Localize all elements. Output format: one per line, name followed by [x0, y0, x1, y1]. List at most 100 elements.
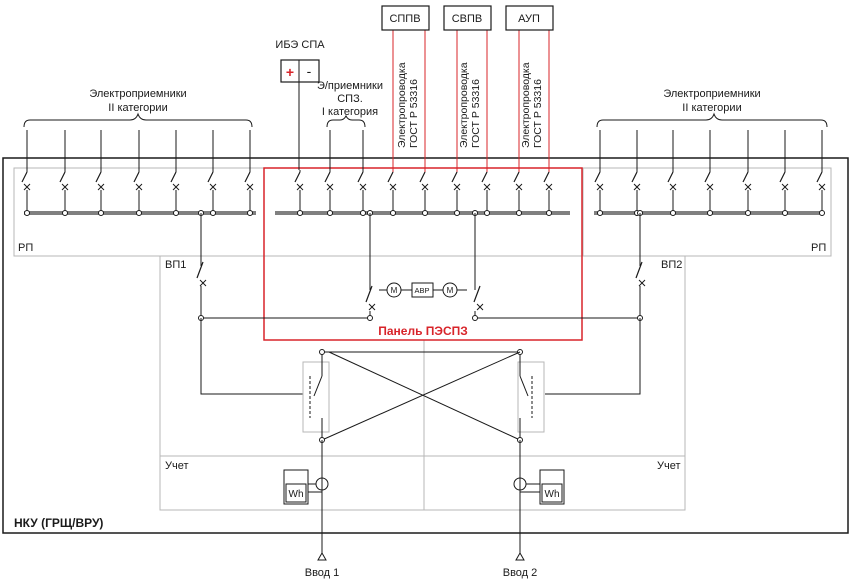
- ibe-spa-label: ИБЭ СПА: [275, 39, 325, 51]
- bus-node: [484, 210, 490, 216]
- bus-node: [670, 210, 676, 216]
- bus-node: [546, 210, 552, 216]
- wiring-3-line2: ГОСТ Р 53316: [532, 79, 544, 148]
- avr-label: АВР: [414, 286, 429, 295]
- bus-node: [247, 210, 253, 216]
- spz-line2: СПЗ.: [337, 93, 363, 105]
- wiring-1-line1: Электропроводка: [396, 62, 408, 148]
- breaker-contact: [631, 171, 638, 183]
- uchet-right-label: Учет: [657, 460, 681, 472]
- bus-node: [422, 210, 428, 216]
- box-sppv: [381, 5, 430, 31]
- breaker-contact: [419, 171, 426, 183]
- bus-node: [327, 210, 333, 216]
- breaker-contact: [513, 171, 520, 183]
- box-svpv: [443, 5, 492, 31]
- consumers-left-line2: II категории: [108, 102, 167, 114]
- bus-node: [62, 210, 68, 216]
- breaker-contact: [95, 171, 102, 183]
- breaker-contact: [294, 171, 301, 183]
- battery-plus: +: [286, 64, 294, 80]
- input-2-label: Ввод 2: [503, 567, 538, 579]
- feeder-breakers: [21, 30, 826, 216]
- breaker-contact: [667, 171, 674, 183]
- brace-left: [23, 112, 253, 128]
- breaker-contact: [543, 171, 550, 183]
- bus-node: [516, 210, 522, 216]
- brace-spz: [326, 114, 366, 128]
- breaker-contact: [207, 171, 214, 183]
- meter-right-label: Wh: [545, 489, 560, 500]
- bus-node: [390, 210, 396, 216]
- nku-label: НКУ (ГРЩ/ВРУ): [14, 516, 103, 530]
- box-sppv-label: СППВ: [389, 13, 420, 25]
- wiring-2-line1: Электропроводка: [458, 62, 470, 148]
- rp-left-label: РП: [18, 242, 33, 254]
- breaker-contact: [594, 171, 601, 183]
- cross-line-2: [321, 351, 521, 441]
- consumers-right-line1: Электроприемники: [663, 88, 760, 100]
- breaker-contact: [779, 171, 786, 183]
- ats-switch-right: [517, 361, 545, 433]
- input-1-terminal: [317, 551, 327, 561]
- breaker-contact: [244, 171, 251, 183]
- bus-node: [136, 210, 142, 216]
- cross-line-1: [328, 351, 521, 441]
- bus-node: [360, 210, 366, 216]
- bus-node: [782, 210, 788, 216]
- input-2-terminal: [515, 551, 525, 561]
- breaker-contact: [742, 171, 749, 183]
- breaker-contact: [816, 171, 823, 183]
- battery-minus: -: [307, 63, 312, 79]
- bus-node: [597, 210, 603, 216]
- breaker-contact: [59, 171, 66, 183]
- bus-node: [819, 210, 825, 216]
- ibe-battery: [280, 59, 320, 83]
- rp-right-frame: [582, 167, 832, 257]
- box-aup-label: АУП: [518, 13, 540, 25]
- breaker-contact: [451, 171, 458, 183]
- breaker-contact: [357, 171, 364, 183]
- bus-node: [454, 210, 460, 216]
- vp1-label: ВП1: [165, 259, 186, 271]
- vp2-label: ВП2: [661, 259, 682, 271]
- bus-node: [745, 210, 751, 216]
- motor-left: [386, 282, 402, 298]
- brace-right: [596, 112, 828, 128]
- input-1-label: Ввод 1: [305, 567, 340, 579]
- avr-block: [411, 282, 434, 298]
- consumers-left-line1: Электроприемники: [89, 88, 186, 100]
- bus-node: [24, 210, 30, 216]
- pespz-panel-frame: [263, 167, 583, 341]
- breaker-contact: [21, 171, 28, 183]
- motor-left-label: M: [391, 286, 398, 295]
- meter-left-label: Wh: [289, 489, 304, 500]
- uchet-frame: [159, 455, 686, 511]
- bus-node: [173, 210, 179, 216]
- bus-node: [98, 210, 104, 216]
- wiring-3-line1: Электропроводка: [520, 62, 532, 148]
- panel-label: Панель ПЭСПЗ: [378, 324, 468, 338]
- bus-node: [707, 210, 713, 216]
- breaker-contact: [133, 171, 140, 183]
- breaker-contact: [704, 171, 711, 183]
- breaker-contact: [481, 171, 488, 183]
- wiring-1-line2: ГОСТ Р 53316: [408, 79, 420, 148]
- consumers-right-line2: II категории: [682, 102, 741, 114]
- ats-switch-left: [302, 361, 330, 433]
- motor-right: [442, 282, 458, 298]
- breaker-contact: [170, 171, 177, 183]
- box-svpv-label: СВПВ: [452, 13, 483, 25]
- uchet-left-label: Учет: [165, 460, 189, 472]
- spz-line3: I категория: [322, 106, 378, 118]
- bus-node: [297, 210, 303, 216]
- wiring-2-line2: ГОСТ Р 53316: [470, 79, 482, 148]
- breaker-contact: [324, 171, 331, 183]
- breaker-contact: [387, 171, 394, 183]
- rp-right-label: РП: [811, 242, 826, 254]
- box-aup: [505, 5, 554, 31]
- bus-node: [210, 210, 216, 216]
- spz-line1: Э/приемники: [317, 80, 383, 92]
- motor-right-label: M: [447, 286, 454, 295]
